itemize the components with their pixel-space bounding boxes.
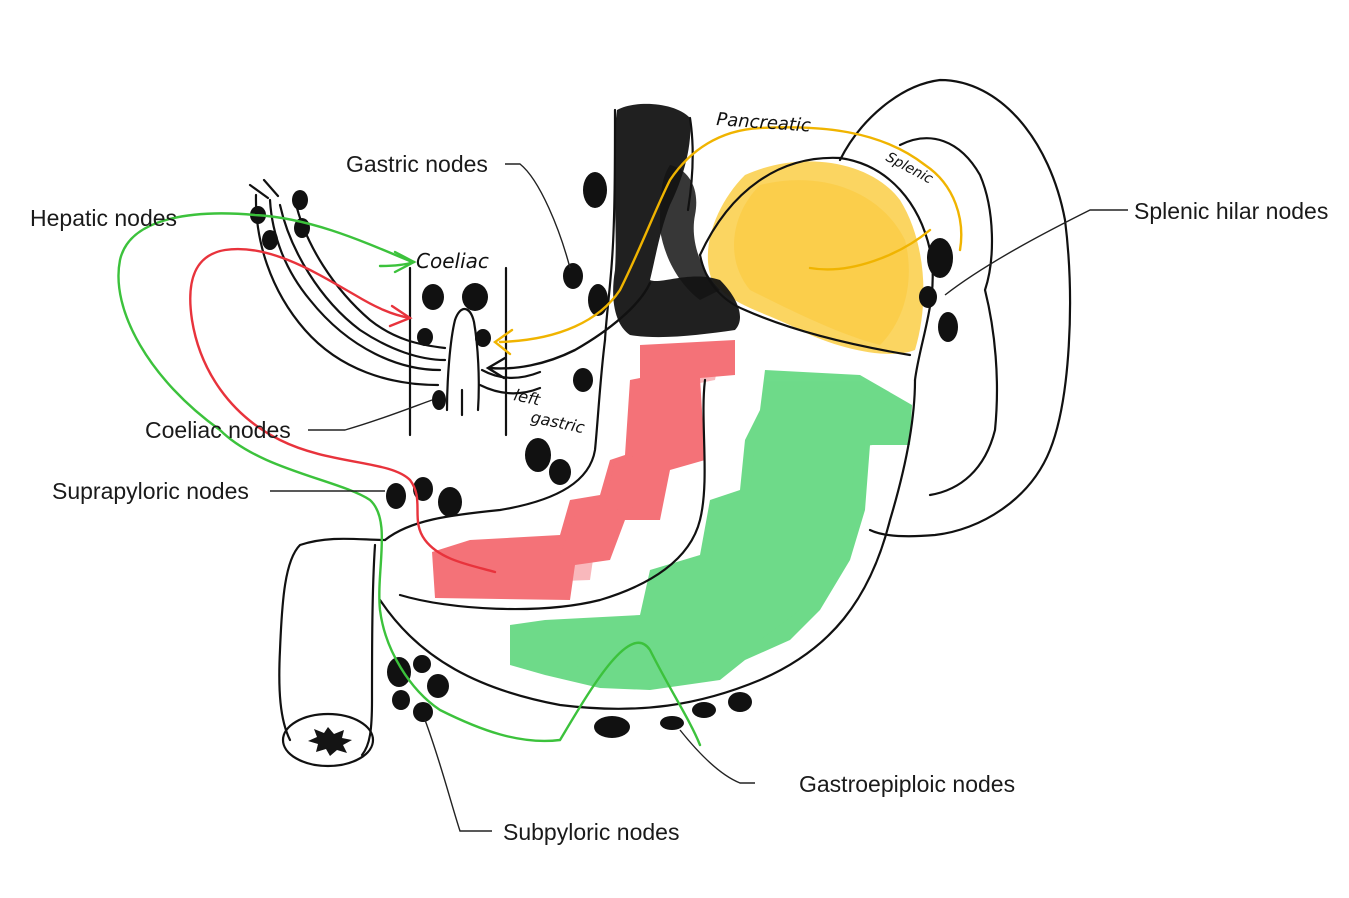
handwritten-gastric: gastric bbox=[529, 407, 586, 437]
label-gastroepiploic-nodes: Gastroepiploic nodes bbox=[799, 771, 1015, 797]
green-greater-curve-zone bbox=[510, 370, 912, 690]
hepatic-nodes bbox=[250, 190, 310, 250]
coeliac-nodes bbox=[417, 283, 491, 410]
red-lesser-curve-zone bbox=[432, 340, 735, 600]
pylorus-lumen-icon bbox=[308, 727, 352, 756]
label-coeliac-nodes: Coeliac nodes bbox=[145, 417, 291, 443]
left-gastric-drainage-path bbox=[189, 247, 497, 574]
handwritten-coeliac: Coeliac bbox=[416, 249, 489, 273]
label-subpyloric-nodes: Subpyloric nodes bbox=[503, 819, 679, 845]
label-gastric-nodes: Gastric nodes bbox=[346, 151, 488, 177]
gastroepiploic-nodes bbox=[594, 692, 752, 738]
label-suprapyloric-nodes: Suprapyloric nodes bbox=[52, 478, 249, 504]
label-splenic-hilar-nodes: Splenic hilar nodes bbox=[1134, 198, 1328, 224]
splenic-hilar-nodes bbox=[919, 238, 958, 342]
stomach-outline bbox=[278, 78, 1072, 768]
subpyloric-nodes bbox=[387, 655, 449, 722]
left-gastric-black-path bbox=[485, 281, 652, 380]
yellow-splenic-zone bbox=[707, 161, 924, 354]
suprapyloric-nodes bbox=[386, 477, 462, 517]
leader-lines bbox=[270, 163, 1128, 832]
hepatic-drainage-path bbox=[117, 212, 702, 747]
label-hepatic-nodes: Hepatic nodes bbox=[30, 205, 177, 231]
handwritten-left: left bbox=[512, 385, 542, 409]
pancreatic-splenic-drainage-path bbox=[493, 126, 963, 356]
